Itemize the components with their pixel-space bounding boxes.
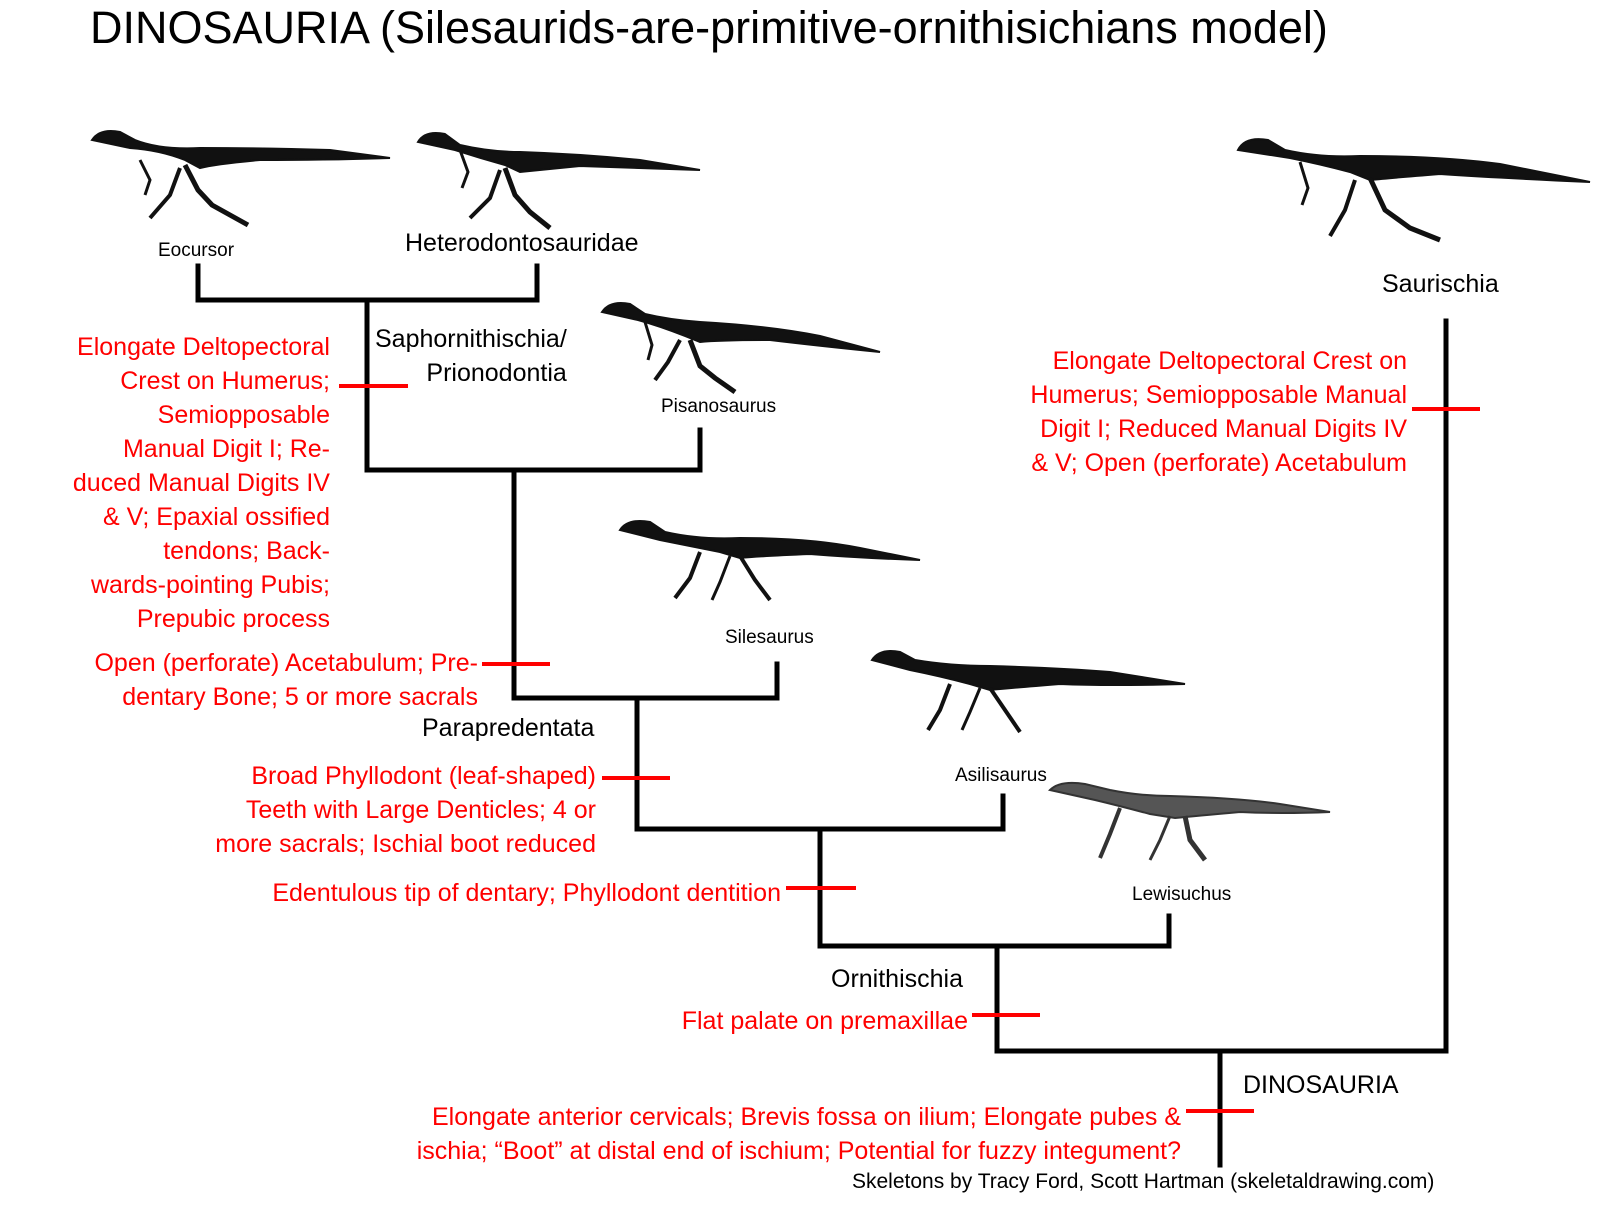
- clade-parapredentata: Parapredentata: [422, 714, 595, 742]
- taxon-saurischia: Saurischia: [1382, 270, 1499, 298]
- characters-saurischia: Elongate Deltopectoral Crest on Humerus;…: [1030, 347, 1407, 477]
- taxon-lewisuchus: Lewisuchus: [1132, 884, 1232, 905]
- branch-asilisaurus-node: [817, 826, 1172, 949]
- figure-title: DINOSAURIA (Silesaurids-are-primitive-or…: [90, 2, 1328, 53]
- saurischia-skeleton-icon: [1236, 138, 1591, 243]
- heterodontosaurid-skeleton-icon: [416, 132, 701, 230]
- silesaurus-skeleton-icon: [618, 520, 921, 602]
- taxon-silesaurus: Silesaurus: [725, 627, 814, 648]
- clade-ornithischia: Ornithischia: [831, 965, 963, 993]
- taxon-asilisaurus: Asilisaurus: [955, 765, 1047, 786]
- branch-silesaurus-node: [511, 467, 780, 701]
- characters-asilisaurus-node: Edentulous tip of dentary; Phyllodont de…: [272, 879, 781, 907]
- taxon-eocursor: Eocursor: [158, 240, 235, 261]
- synapomorphy-ticks: [339, 384, 1480, 1113]
- characters-parapredentata: Broad Phyllodont (leaf-shaped) Teeth wit…: [215, 762, 596, 858]
- clade-dinosauria: DINOSAURIA: [1243, 1071, 1399, 1099]
- branch-eocursor-heterodontosauridae: [195, 263, 540, 303]
- eocursor-skeleton-icon: [90, 130, 391, 228]
- characters-saphornithischia: Elongate Deltopectoral Crest on Humerus;…: [72, 333, 330, 633]
- pisanosaurus-skeleton-icon: [600, 302, 881, 395]
- taxon-pisanosaurus: Pisanosaurus: [661, 396, 777, 417]
- credit-line: Skeletons by Tracy Ford, Scott Hartman (…: [852, 1170, 1435, 1193]
- characters-dinosauria: Elongate anterior cervicals; Brevis foss…: [416, 1103, 1181, 1165]
- lewisuchus-skeleton-icon: [1048, 781, 1331, 862]
- characters-silesaurus-node: Open (perforate) Acetabulum; Pre- dentar…: [94, 649, 478, 711]
- taxon-heterodontosauridae: Heterodontosauridae: [405, 229, 639, 257]
- clade-saphornithischia: Saphornithischia/ Prionodontia: [375, 325, 567, 387]
- characters-ornithischia: Flat palate on premaxillae: [681, 1007, 968, 1035]
- asilisaurus-skeleton-icon: [870, 650, 1186, 734]
- skeleton-icons: [90, 130, 1591, 862]
- branch-parapredentata: [634, 695, 1006, 832]
